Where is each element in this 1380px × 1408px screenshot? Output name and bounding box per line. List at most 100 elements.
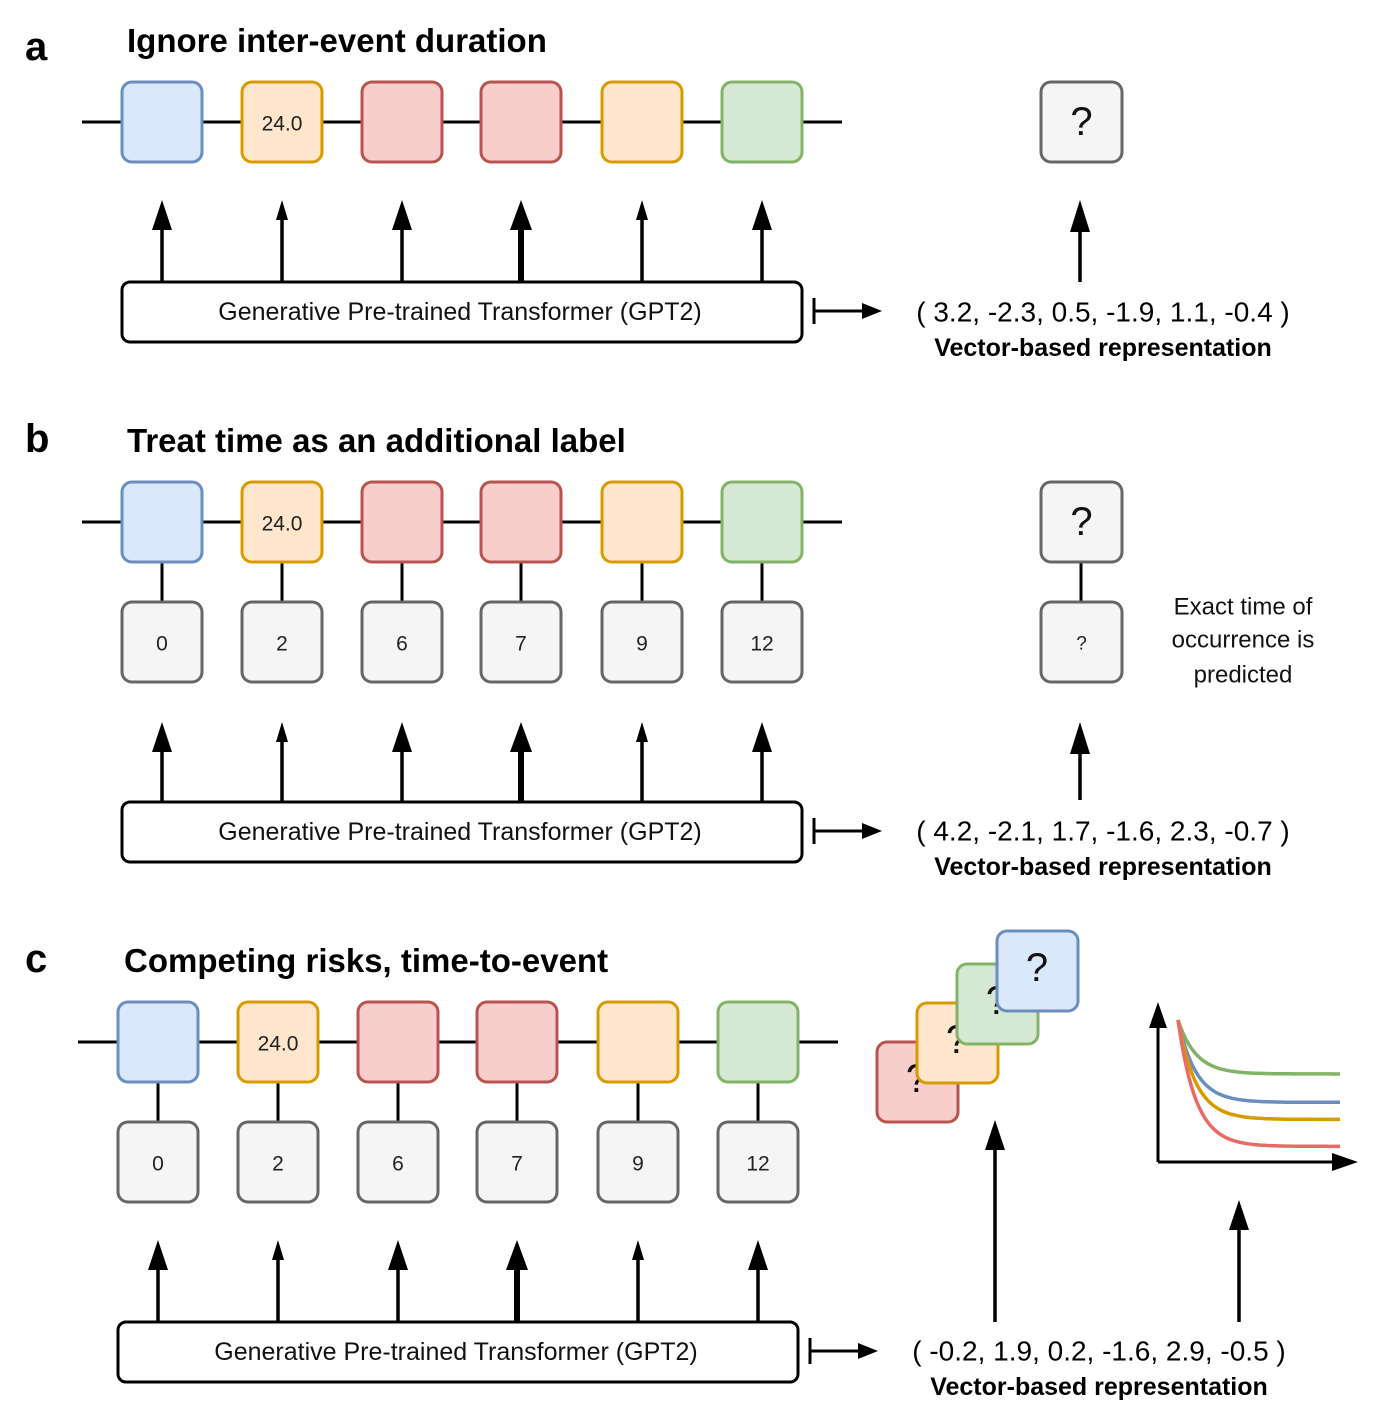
panel-b-gpt-box <box>120 800 804 864</box>
token-arrow <box>752 200 772 282</box>
event-box <box>600 80 684 164</box>
time-box <box>356 1120 440 1204</box>
panel-b-output-arrow <box>812 818 882 844</box>
panel-b-vector: ( 4.2, -2.1, 1.7, -1.6, 2.3, -0.7 ) <box>916 816 1290 847</box>
panel-c-letter: c <box>25 937 47 981</box>
panel-c-curves <box>1176 1019 1340 1149</box>
panel-c-curves-x-arrowhead <box>1332 1153 1358 1171</box>
event-box <box>356 1000 440 1084</box>
event-box <box>360 80 444 164</box>
survival-curve-orange <box>1176 1019 1340 1122</box>
panel-c-curves-plot <box>1149 1002 1358 1171</box>
event-box <box>720 480 804 564</box>
panel-a: a Ignore inter-event duration 24.0 ? Gen… <box>25 22 1290 362</box>
token-arrow <box>392 722 412 802</box>
time-box <box>475 1120 559 1204</box>
panel-a-vector-label: Vector-based representation <box>934 334 1272 362</box>
event-box-value: 24.0 <box>262 513 303 536</box>
panel-b-next-time-box <box>1039 600 1124 684</box>
token-arrow <box>272 1240 284 1322</box>
token-arrow <box>510 722 532 802</box>
panel-a-events: 24.0 <box>120 80 804 164</box>
panel-b-next-time-question: ? <box>1076 634 1087 655</box>
survival-curve-red <box>1176 1019 1340 1149</box>
panel-c-curve-arrow <box>1229 1200 1249 1322</box>
panel-c-curves-y-arrowhead <box>1149 1002 1167 1028</box>
event-box <box>236 1000 320 1084</box>
panel-a-title: Ignore inter-event duration <box>127 22 547 59</box>
time-box-value: 2 <box>276 633 288 656</box>
time-box-value: 6 <box>396 633 408 656</box>
time-box-value: 7 <box>511 1153 523 1176</box>
survival-curve-blue <box>1176 1019 1340 1105</box>
panel-c-connectors <box>156 1082 760 1122</box>
token-arrow <box>636 200 648 282</box>
time-box <box>360 600 444 684</box>
panel-c-token-arrows <box>148 1240 768 1322</box>
event-box <box>240 80 324 164</box>
time-box <box>479 600 563 684</box>
panel-c-events: 24.0 <box>116 1000 800 1084</box>
panel-c-gpt-box <box>116 1320 800 1384</box>
event-box <box>600 480 684 564</box>
panel-b-events: 24.0 <box>120 480 804 564</box>
panel-c-vector: ( -0.2, 1.9, 0.2, -1.6, 2.9, -0.5 ) <box>912 1336 1286 1367</box>
event-box <box>716 1000 800 1084</box>
event-box <box>479 480 563 564</box>
panel-b-note-line-3: predicted <box>1194 662 1293 689</box>
event-box <box>240 480 324 564</box>
time-box <box>116 1120 200 1204</box>
panel-b: b Treat time as an additional label 24.0… <box>25 417 1314 881</box>
panel-a-prediction-arrow <box>1070 200 1090 282</box>
event-box-value: 24.0 <box>262 113 303 136</box>
panel-a-letter: a <box>25 25 48 69</box>
token-arrow <box>276 200 288 282</box>
event-box <box>475 1000 559 1084</box>
token-arrow <box>752 722 772 802</box>
token-arrow <box>510 200 532 282</box>
token-arrow <box>392 200 412 282</box>
time-box-value: 0 <box>156 633 168 656</box>
competing-risk-box <box>995 929 1080 1013</box>
panel-b-title: Treat time as an additional label <box>127 422 626 459</box>
time-box-value: 6 <box>392 1153 404 1176</box>
panel-b-vector-label: Vector-based representation <box>934 853 1272 881</box>
event-box <box>120 480 204 564</box>
event-box <box>720 80 804 164</box>
token-arrow <box>152 200 172 282</box>
time-box <box>236 1120 320 1204</box>
time-box-value: 12 <box>746 1153 769 1176</box>
token-arrow <box>276 722 288 802</box>
time-box-value: 9 <box>636 633 648 656</box>
time-box <box>600 600 684 684</box>
token-arrow <box>152 722 172 802</box>
panel-c-output-arrow <box>808 1338 878 1364</box>
panel-a-vector: ( 3.2, -2.3, 0.5, -1.9, 1.1, -0.4 ) <box>916 297 1290 328</box>
time-box <box>120 600 204 684</box>
token-arrow <box>388 1240 408 1322</box>
event-box <box>120 80 204 164</box>
time-box-value: 2 <box>272 1153 284 1176</box>
panel-b-token-arrows <box>152 722 772 802</box>
panel-a-output-arrow <box>812 298 882 324</box>
time-box-value: 9 <box>632 1153 644 1176</box>
panel-a-gpt-label: Generative Pre-trained Transformer (GPT2… <box>218 298 702 326</box>
token-arrow <box>636 722 648 802</box>
event-box <box>360 480 444 564</box>
event-box-value: 24.0 <box>258 1033 299 1056</box>
time-box <box>240 600 324 684</box>
time-box <box>720 600 804 684</box>
panel-b-gpt-label: Generative Pre-trained Transformer (GPT2… <box>218 818 702 846</box>
event-box <box>596 1000 680 1084</box>
panel-c-gpt-label: Generative Pre-trained Transformer (GPT2… <box>214 1338 698 1366</box>
event-box <box>116 1000 200 1084</box>
panel-a-gpt-box <box>120 280 804 344</box>
panel-c-title: Competing risks, time-to-event <box>124 942 608 979</box>
panel-a-next-event-question: ? <box>1070 100 1092 144</box>
panel-b-next-event-question: ? <box>1070 500 1092 544</box>
panel-b-connectors <box>160 562 764 602</box>
